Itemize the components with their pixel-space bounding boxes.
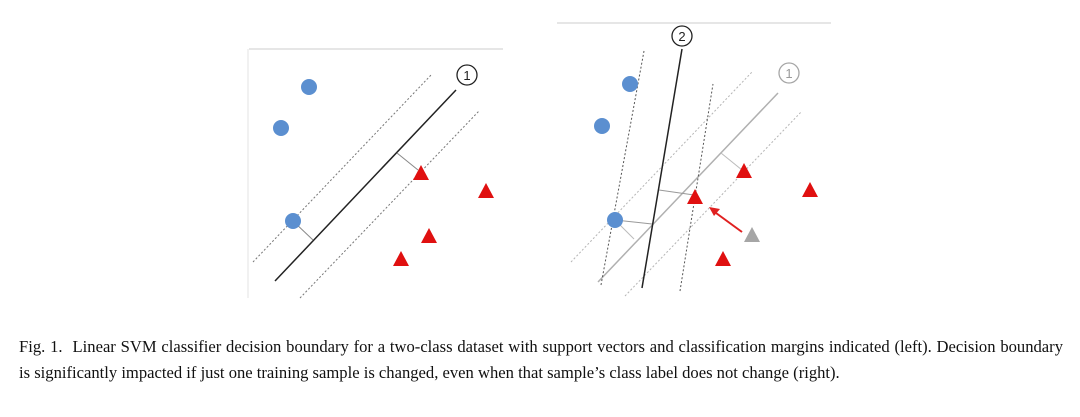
right-old-margin-line-lower: [624, 110, 803, 297]
right-old-decision-boundary: [597, 92, 779, 283]
sample-change-arrowhead: [709, 207, 720, 216]
left-margin-line-lower: [299, 110, 480, 299]
left-class-a-point: [273, 120, 289, 136]
right-moved-sample-triangle: [687, 189, 703, 204]
left-boundary-label: 1: [463, 68, 470, 83]
right-new-boundary-label-circle: [671, 25, 693, 47]
figure-caption: Fig. 1.Linear SVM classifier decision bo…: [19, 334, 1063, 385]
right-old-boundary-label-circle: [778, 62, 800, 84]
left-boundary-label-circle: [456, 64, 478, 86]
caption-text: Linear SVM classifier decision boundary …: [19, 337, 1063, 382]
right-class-b-point: [802, 182, 818, 197]
right-class-b-point: [715, 251, 731, 266]
left-decision-boundary: [274, 89, 457, 282]
caption-label: Fig. 1.: [19, 337, 63, 356]
right-original-sample-triangle: [744, 227, 760, 242]
left-margin-connector-top: [396, 152, 419, 171]
right-new-boundary-label: 2: [678, 29, 685, 44]
left-support-vector-triangle: [413, 165, 429, 180]
figure-image: 1 1 2: [247, 22, 831, 299]
left-class-a-point: [301, 79, 317, 95]
right-support-vector-circle: [607, 212, 623, 228]
right-connector: [720, 152, 743, 171]
left-class-b-point: [478, 183, 494, 198]
right-new-decision-boundary: [641, 48, 683, 289]
sample-change-arrow: [715, 212, 743, 233]
right-new-margin-line-right: [679, 83, 714, 292]
right-connector: [658, 189, 695, 196]
left-support-vector-circle: [285, 213, 301, 229]
right-panel: 1 2: [557, 22, 831, 297]
left-margin-line-upper: [252, 73, 433, 263]
left-class-b-point: [393, 251, 409, 266]
left-panel: 1: [247, 48, 503, 299]
right-support-vector-triangle: [736, 163, 752, 178]
right-class-a-point: [622, 76, 638, 92]
right-old-boundary-label: 1: [785, 66, 792, 81]
left-class-b-point: [421, 228, 437, 243]
right-class-a-point: [594, 118, 610, 134]
